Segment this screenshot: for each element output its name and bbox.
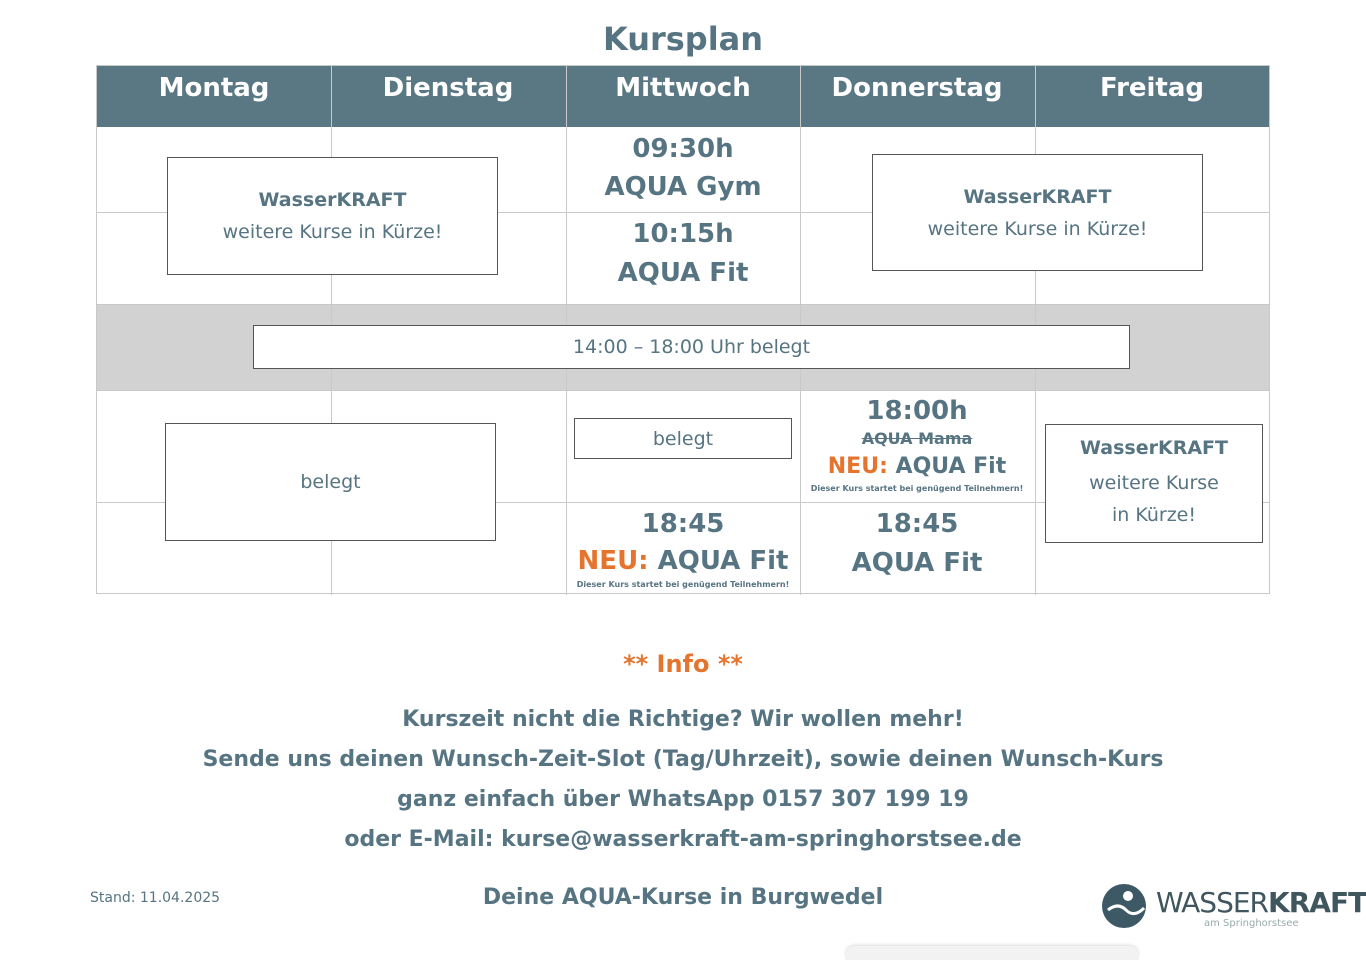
info-line-1: Kurszeit nicht die Richtige? Wir wollen … [402,707,964,732]
box-text-line1: weitere Kurse [1089,471,1219,494]
slot-time: 18:00h [866,396,968,426]
occupied-text: belegt [652,427,714,450]
logo-wordmark: WASSERKRAFT [1156,886,1366,919]
midday-occupied-box: 14:00 – 18:00 Uhr belegt [253,325,1130,369]
slot-course: AQUA Fit [617,258,749,288]
box-title: WasserKRAFT [963,185,1112,208]
occupied-text: belegt [300,471,361,493]
info-line-3: ganz einfach über WhatsApp 0157 307 199 … [397,787,969,812]
info-heading: ** Info ** [623,650,743,678]
bottom-panel-tab[interactable] [846,946,1138,960]
box-title: WasserKRAFT [1080,436,1228,459]
page-title: Kursplan [602,20,764,58]
evening-occupied-box-wednesday: belegt [574,418,792,459]
morning-info-box-thursday: WasserKRAFT weitere Kurse in Kürze! [872,154,1203,271]
slot-course: AQUA Fit [657,546,789,576]
slot-course-line: NEU: AQUA Fit [566,542,800,580]
slot-note: Dieser Kurs startet bei genügend Teilneh… [810,484,1024,493]
logo-subtitle: am Springhorstsee [1204,918,1299,929]
evening-occupied-box-monday: belegt [165,423,496,541]
slot-course-line: NEU: AQUA Fit [800,450,1034,484]
schedule-table: Montag Dienstag Mittwoch Donnerstag Frei… [96,65,1270,595]
slot-course: AQUA Gym [604,172,762,202]
box-text: weitere Kurse in Kürze! [222,221,443,243]
neu-label: NEU: [577,546,649,576]
box-text: weitere Kurse in Kürze! [927,217,1148,240]
evening-info-box-friday: WasserKRAFT weitere Kurse in Kürze! [1045,424,1263,543]
slot-time: 10:15h [632,219,734,249]
header-montag: Montag [158,73,270,103]
wednesday-slot-morning-2: 10:15h AQUA Fit [566,215,800,293]
wednesday-slot-morning-1: 09:30h AQUA Gym [566,130,800,206]
header-donnerstag: Donnerstag [831,73,1003,103]
info-line-2: Sende uns deinen Wunsch-Zeit-Slot (Tag/U… [202,747,1164,772]
logo-emblem-icon [1102,884,1146,928]
morning-info-box-monday: WasserKRAFT weitere Kurse in Kürze! [167,157,498,275]
slot-course: AQUA Fit [895,454,1007,479]
box-text-line2: in Kürze! [1111,503,1196,526]
logo-part-a: WASSER [1156,886,1269,919]
slot-old-course: AQUA Mama [861,429,973,448]
header-freitag: Freitag [1099,73,1205,103]
slot-time: 09:30h [632,134,734,164]
date-stamp: Stand: 11.04.2025 [90,890,221,906]
slot-course: AQUA Fit [851,548,983,578]
logo-part-b: KRAFT [1268,886,1366,919]
info-line-4: oder E-Mail: kurse@wasserkraft-am-spring… [344,827,1022,852]
table-header: Montag Dienstag Mittwoch Donnerstag Frei… [97,66,1269,127]
thursday-slot-evening-1: 18:00h AQUA Mama NEU: AQUA Fit Dieser Ku… [800,394,1034,493]
box-title: WasserKRAFT [258,189,407,211]
thursday-slot-evening-2: 18:45 AQUA Fit [800,506,1034,584]
slot-note: Dieser Kurs startet bei genügend Teilneh… [576,580,790,589]
slot-time: 18:45 [875,509,959,539]
header-mittwoch: Mittwoch [615,73,751,103]
header-dienstag: Dienstag [382,73,514,103]
neu-label: NEU: [827,454,888,479]
midday-text: 14:00 – 18:00 Uhr belegt [572,336,811,358]
wednesday-slot-evening-2: 18:45 NEU: AQUA Fit Dieser Kurs startet … [566,506,800,589]
footer-text: Deine AQUA-Kurse in Burgwedel [482,885,884,910]
brand-logo: WASSERKRAFT am Springhorstsee [1100,880,1366,932]
slot-time: 18:45 [641,509,725,539]
